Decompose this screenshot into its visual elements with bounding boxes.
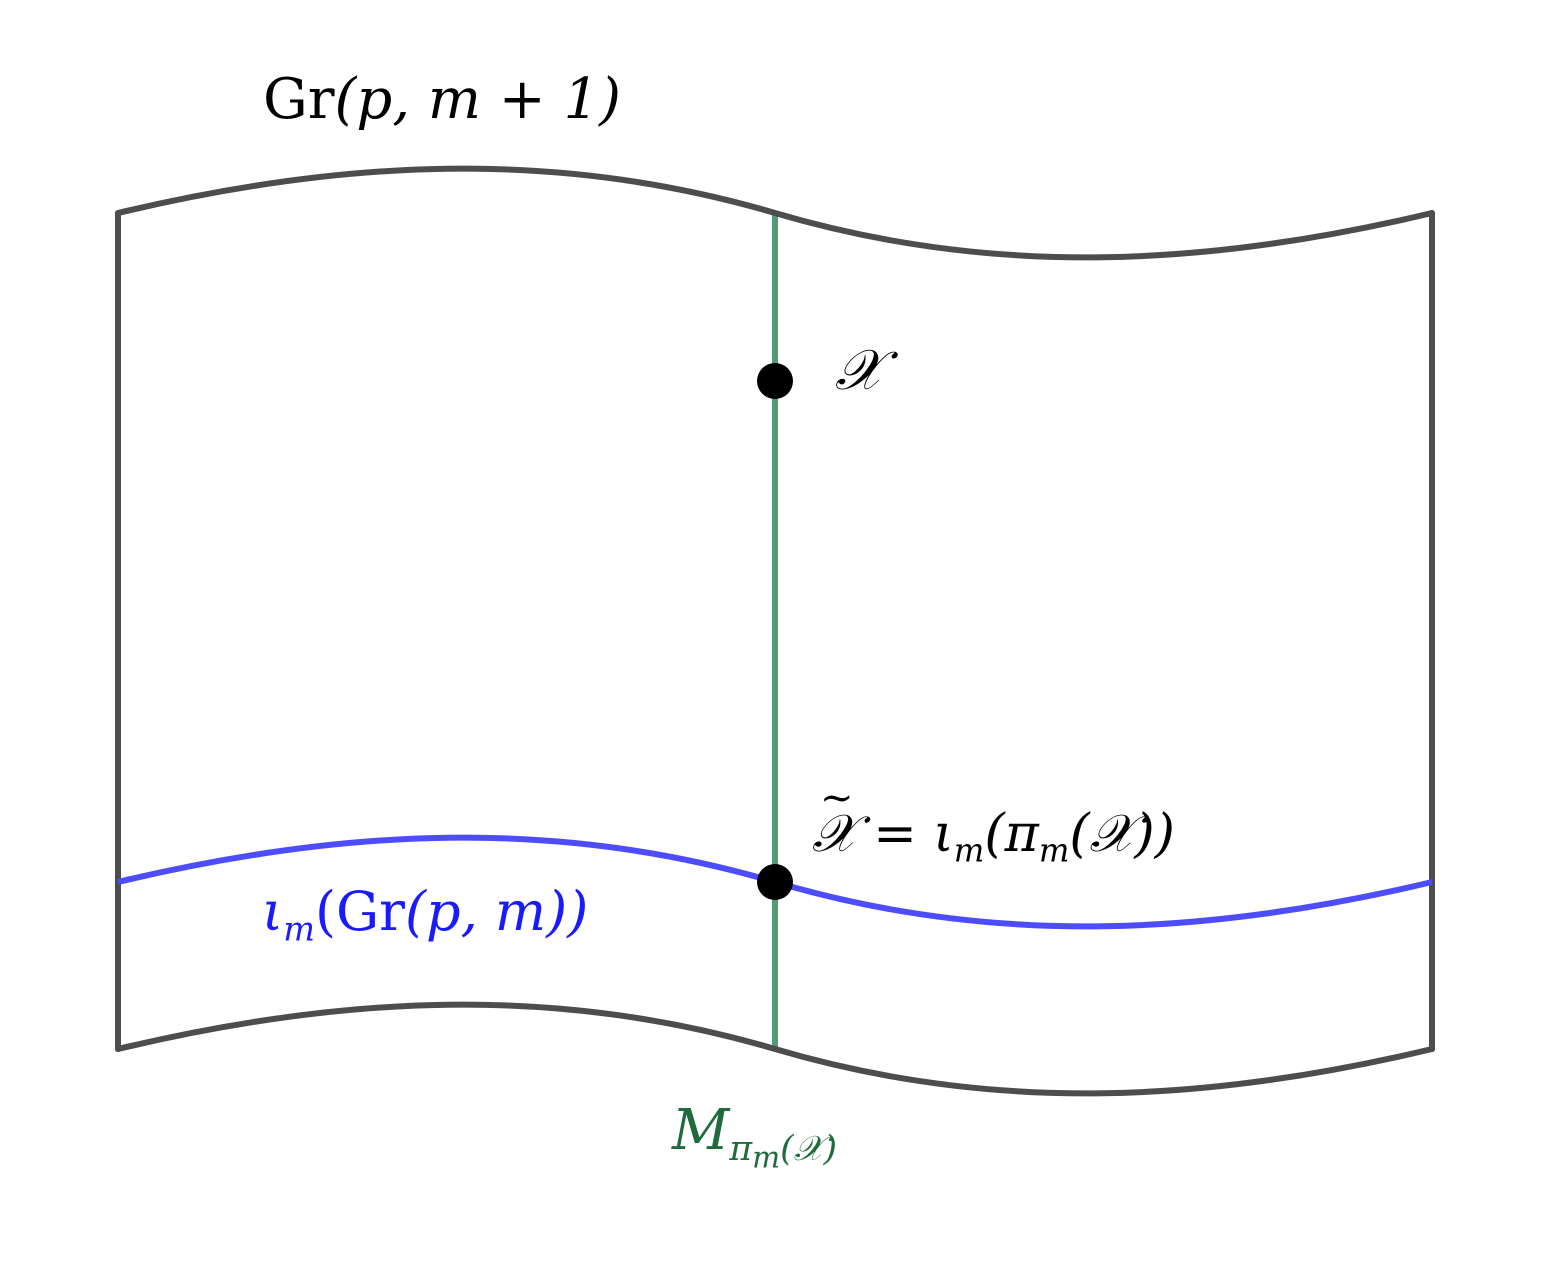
equals-sign: = [873,804,934,864]
projected-point-label: ~ 𝒳 = ιm(πm(𝒳)) [812,775,1175,870]
point-x-label: 𝒳 [835,338,884,403]
fiber-label: Mπm(𝒳) [672,1098,838,1175]
ambient-label: Gr(p, m + 1) [263,72,621,128]
subspace-label: ιm(Gr(p, m)) [262,880,589,949]
tilde-mark: ~ [820,775,854,821]
ambient-label-gr: Gr [263,67,335,132]
ambient-label-args: (p, m + 1) [334,67,621,132]
surface-bottom-edge [115,1001,1435,1097]
point-x [757,363,793,399]
point-x-tilde [757,864,793,900]
surface-top-edge [115,165,1435,261]
